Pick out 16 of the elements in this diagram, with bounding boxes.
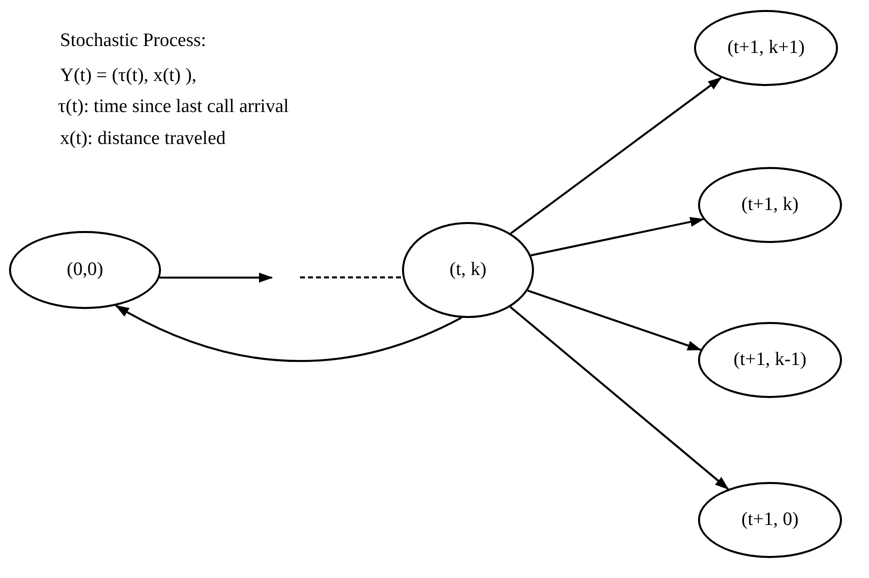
description-text: Stochastic Process: [60,30,206,52]
description-text: x(t): distance traveled [60,128,226,150]
arrow [510,306,729,490]
state-label: (t+1, k-1) [734,349,806,371]
state-label: (t, k) [450,259,486,281]
arrow [530,216,704,256]
state-label: (t+1, k+1) [727,37,805,59]
arrow [527,290,702,351]
arrow [115,304,462,362]
state-label: (t+1, 0) [741,509,799,531]
description-text: Y(t) = (τ(t), x(t) ), [60,65,197,87]
state-label: (0,0) [66,259,104,281]
state-label: (t+1, k) [741,194,799,216]
description-text: τ(t): time since last call arrival [58,96,289,118]
arrow [510,76,722,234]
arrow [160,272,273,283]
